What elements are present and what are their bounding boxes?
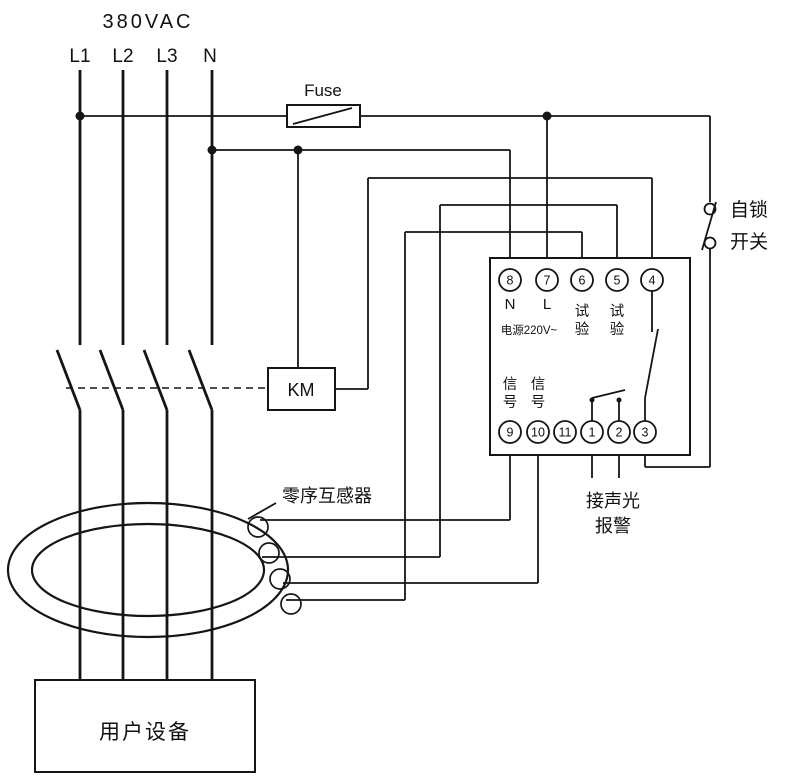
signal-label-9-char1: 信	[503, 376, 518, 393]
phase-label-n: N	[203, 46, 217, 67]
terminal-8	[498, 268, 522, 292]
terminal-6	[570, 268, 594, 292]
ct-label: 零序互感器	[282, 486, 372, 506]
latch-switch-label-line1: 自锁	[730, 199, 768, 221]
terminal-3-number: 3	[642, 426, 649, 440]
terminal-5	[605, 268, 629, 292]
fuse-label: Fuse	[304, 81, 342, 100]
relay-output-contact	[644, 291, 659, 421]
power-supply-lines	[78, 70, 214, 680]
terminal-1-number: 1	[589, 426, 596, 440]
phase-label-l1: L1	[69, 46, 90, 67]
neutral-terminal-label: N	[505, 296, 516, 313]
terminal-9-number: 9	[507, 426, 514, 440]
terminal-7-number: 7	[544, 274, 551, 288]
terminal-3	[633, 420, 657, 444]
phase-label-l3: L3	[156, 46, 177, 67]
test-label-5-char1: 试	[610, 303, 625, 320]
supply-voltage-label: 380VAC	[102, 11, 193, 33]
zero-sequence-ct	[6, 501, 302, 639]
alarm-label-line1: 接声光	[586, 491, 640, 511]
contactor-km-box	[267, 367, 336, 411]
test-label-6-char2: 验	[575, 321, 590, 338]
junction-dots	[75, 111, 552, 155]
alarm-label-line2: 报警	[595, 516, 631, 536]
ct-label-leader	[247, 502, 277, 520]
test-label-6-char1: 试	[575, 303, 590, 320]
terminal-4	[640, 268, 664, 292]
terminal-1	[580, 420, 604, 444]
contactor-km	[267, 367, 336, 411]
terminal-7	[535, 268, 559, 292]
relay-unit: 8 7 6 5 4 9 10 11 1 2 3 N L 电源220V~ 试 验 …	[489, 257, 691, 456]
load-box	[34, 679, 256, 773]
contactor-km-label: KM	[288, 380, 315, 400]
wiring	[80, 115, 711, 601]
relay-power-label: 电源220V~	[501, 323, 558, 337]
line-terminal-label: L	[543, 296, 551, 313]
terminal-6-number: 6	[579, 274, 586, 288]
terminal-9	[498, 420, 522, 444]
terminal-4-number: 4	[649, 274, 656, 288]
terminal-10-number: 10	[531, 426, 545, 440]
terminal-10	[526, 420, 550, 444]
ct-secondary-coil	[247, 516, 302, 615]
terminal-11-number: 11	[559, 426, 572, 440]
alarm-contact	[589, 389, 626, 421]
phase-label-l2: L2	[112, 46, 133, 67]
latch-switch-label-line2: 开关	[730, 231, 768, 253]
load-label: 用户设备	[99, 721, 191, 744]
latch-switch-blade	[701, 201, 717, 251]
terminal-8-number: 8	[507, 274, 514, 288]
terminal-2	[607, 420, 631, 444]
signal-label-10-char1: 信	[531, 376, 546, 393]
latch-switch	[701, 201, 717, 251]
test-label-5-char2: 验	[610, 321, 625, 338]
signal-label-9-char2: 号	[503, 395, 518, 411]
contactor-contacts	[55, 349, 268, 411]
terminal-11	[553, 420, 577, 444]
terminal-5-number: 5	[614, 274, 621, 288]
terminal-2-number: 2	[616, 426, 623, 440]
fuse	[286, 104, 361, 128]
signal-label-10-char2: 号	[531, 395, 546, 411]
